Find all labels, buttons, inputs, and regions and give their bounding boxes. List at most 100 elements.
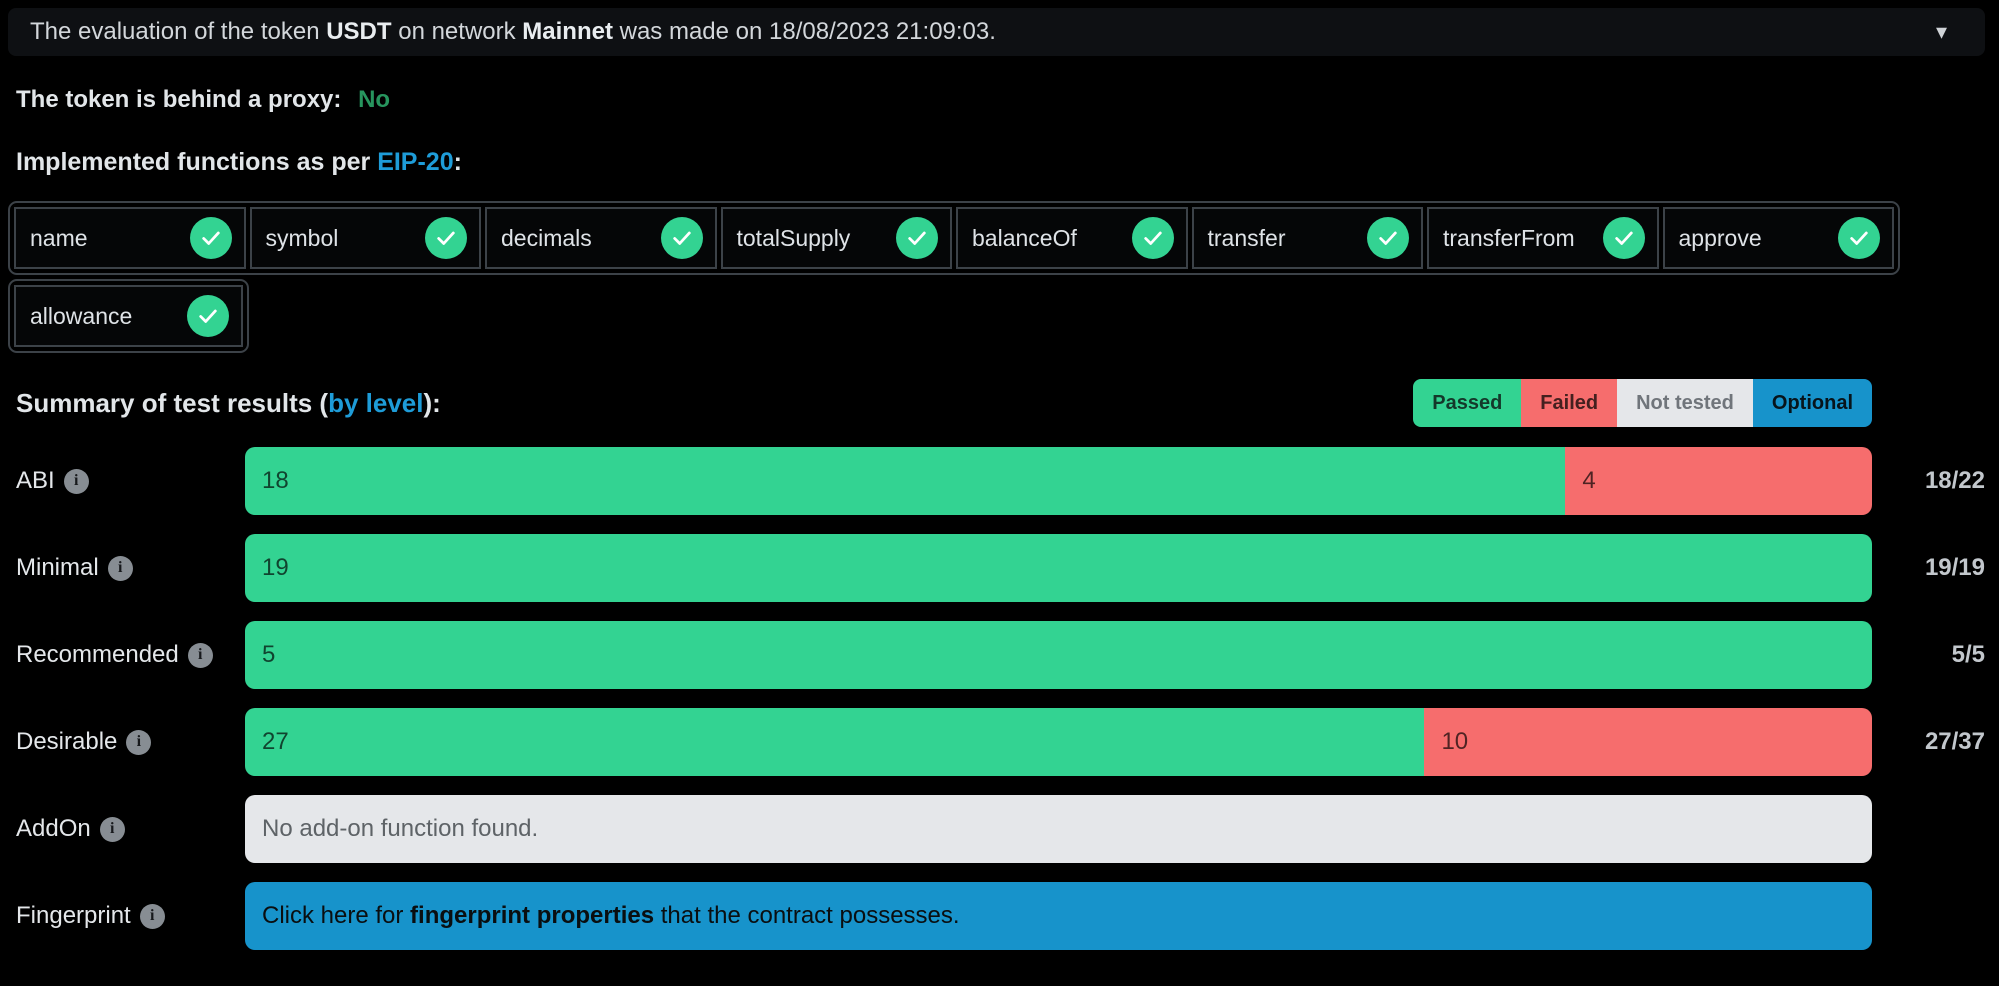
function-cell-balanceOf: balanceOf (956, 207, 1188, 269)
functions-heading-prefix: Implemented functions as per (16, 148, 378, 176)
evaluation-summary-text: The evaluation of the token USDT on netw… (30, 18, 996, 46)
row-label-wrap: Fingerprint i (8, 902, 245, 930)
function-cell-approve: approve (1662, 207, 1894, 269)
info-icon[interactable]: i (139, 903, 165, 929)
fingerprint-bar: Click here for fingerprint properties th… (245, 882, 1872, 950)
result-row-abi: ABI i 18 4 18/22 (8, 447, 1985, 515)
recommended-bar: 5 (245, 621, 1872, 689)
function-name: approve (1678, 224, 1762, 251)
evaluation-header[interactable]: The evaluation of the token USDT on netw… (8, 8, 1985, 56)
function-cell-totalSupply: totalSupply (720, 207, 952, 269)
info-icon[interactable]: i (99, 816, 125, 842)
segment-count: 4 (1582, 467, 1596, 494)
network-name: Mainnet (522, 18, 613, 45)
check-icon (187, 295, 229, 337)
function-name: allowance (30, 302, 133, 329)
segment-count: 18 (262, 467, 289, 494)
row-label-wrap: Desirable i (8, 728, 245, 756)
summary-header-row: Summary of test results (by level): Pass… (8, 379, 1985, 427)
legend-item-passed: Passed (1413, 379, 1522, 427)
function-name: decimals (501, 224, 592, 251)
function-cell-allowance: allowance (14, 285, 243, 347)
header-prefix: The evaluation of the token (30, 18, 327, 45)
header-period: . (989, 18, 996, 45)
row-label: ABI (16, 467, 55, 494)
row-label: Minimal (16, 554, 99, 581)
function-name: name (30, 224, 88, 251)
legend-item-failed: Failed (1521, 379, 1618, 427)
row-total: 27/37 (1924, 728, 1985, 755)
desirable-bar: 27 10 (245, 708, 1872, 776)
result-row-desirable: Desirable i 27 10 27/37 (8, 708, 1985, 776)
fingerprint-link-bar[interactable]: Click here for fingerprint properties th… (245, 882, 1872, 950)
row-total: 18/22 (1924, 467, 1985, 494)
legend-item-optional: Optional (1752, 379, 1872, 427)
function-cell-symbol: symbol (249, 207, 481, 269)
proxy-status-line: The token is behind a proxy: No (8, 86, 1985, 114)
check-icon (1602, 217, 1645, 259)
eip20-link[interactable]: EIP-20 (377, 148, 454, 176)
info-icon[interactable]: i (63, 468, 89, 494)
info-icon[interactable]: i (187, 642, 213, 668)
functions-row-1: name symbol decimals totalSupply balanceOf tr… (8, 201, 1900, 275)
function-cell-transferFrom: transferFrom (1427, 207, 1659, 269)
check-icon (1838, 217, 1880, 259)
header-middle: on network (391, 18, 523, 45)
message-text: No add-on function found. (262, 815, 539, 842)
info-icon[interactable]: i (126, 729, 152, 755)
header-suffix: was made on (612, 18, 770, 45)
segment-count: 5 (262, 641, 276, 668)
row-total: 19/19 (1924, 554, 1985, 581)
functions-row-2: allowance (8, 279, 249, 353)
summary-heading-prefix: Summary of test results ( (16, 387, 329, 418)
function-name: transferFrom (1443, 224, 1575, 251)
functions-heading-suffix: : (453, 148, 462, 176)
check-icon (1131, 217, 1174, 259)
check-icon (660, 217, 703, 259)
functions-table: name symbol decimals totalSupply balanceOf tr… (8, 201, 1985, 353)
minimal-bar: 19 (245, 534, 1872, 602)
row-label-wrap: Recommended i (8, 641, 245, 669)
fp-prefix: Click here for (262, 902, 411, 929)
check-icon (1367, 217, 1409, 259)
function-name: transfer (1207, 224, 1286, 251)
failed-segment[interactable]: 4 (1565, 447, 1872, 515)
function-name: symbol (265, 224, 339, 251)
row-label-wrap: Minimal i (8, 554, 245, 582)
abi-bar: 18 4 (245, 447, 1872, 515)
check-icon (896, 217, 938, 259)
token-symbol: USDT (326, 18, 392, 45)
message-bar: No add-on function found. (245, 795, 1872, 863)
check-icon (189, 217, 232, 259)
function-name: balanceOf (972, 224, 1077, 251)
function-cell-decimals: decimals (485, 207, 717, 269)
info-icon[interactable]: i (107, 555, 133, 581)
row-label-wrap: ABI i (8, 467, 245, 495)
failed-segment[interactable]: 10 (1424, 708, 1872, 776)
passed-segment[interactable]: 19 (245, 534, 1872, 602)
row-label: Desirable (16, 728, 118, 755)
result-row-minimal: Minimal i 19 19/19 (8, 534, 1985, 602)
proxy-label: The token is behind a proxy: (16, 86, 342, 113)
segment-count: 27 (262, 728, 289, 755)
row-label: Fingerprint (16, 902, 131, 929)
addon-bar: No add-on function found. (245, 795, 1872, 863)
caret-down-icon[interactable]: ▾ (1935, 19, 1947, 44)
evaluation-datetime: 18/08/2023 21:09:03 (769, 18, 990, 45)
passed-segment[interactable]: 18 (245, 447, 1566, 515)
summary-heading-suffix: ): (423, 387, 441, 418)
fp-bold: fingerprint properties (410, 902, 655, 929)
check-icon (425, 217, 467, 259)
fp-suffix: that the contract possesses. (654, 902, 960, 929)
segment-count: 19 (262, 554, 289, 581)
function-cell-transfer: transfer (1191, 207, 1423, 269)
summary-heading: Summary of test results (by level): (16, 388, 441, 419)
passed-segment[interactable]: 27 (245, 708, 1425, 776)
row-label: Recommended (16, 641, 179, 668)
fingerprint-link-text: Click here for fingerprint properties th… (262, 902, 960, 930)
passed-segment[interactable]: 5 (245, 621, 1872, 689)
by-level-link[interactable]: by level (328, 387, 424, 418)
